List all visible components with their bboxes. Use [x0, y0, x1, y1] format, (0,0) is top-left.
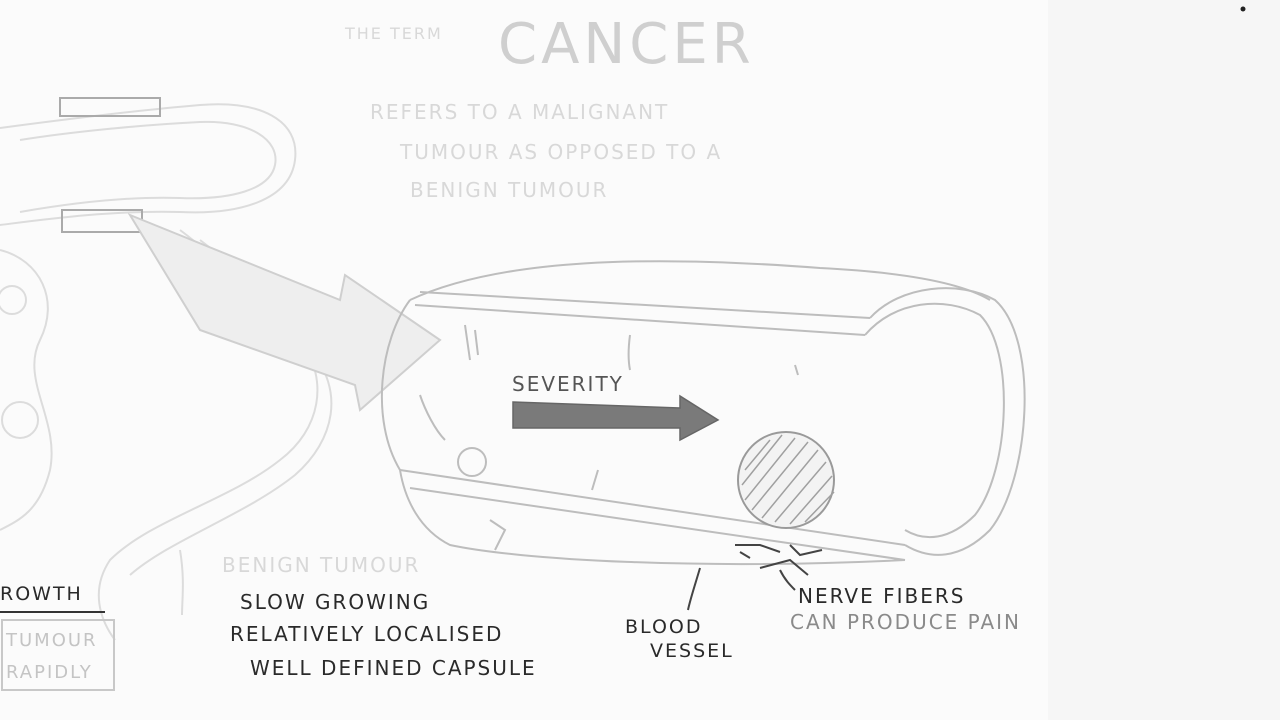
title-sub-line-3: BENIGN TUMOUR	[410, 178, 608, 202]
title-prefix: THE TERM	[345, 24, 443, 43]
zoom-arrow	[130, 215, 440, 410]
blood-vessel-line-1: BLOOD	[625, 616, 702, 638]
marker-dot	[1241, 7, 1246, 12]
benign-line-1: SLOW GROWING	[240, 590, 430, 614]
benign-line-2: RELATIVELY LOCALISED	[230, 622, 503, 646]
benign-heading: BENIGN TUMOUR	[222, 553, 420, 577]
severity-label: SEVERITY	[512, 372, 624, 396]
title-main: CANCER	[498, 12, 755, 77]
growth-label-partial: ROWTH	[0, 583, 83, 605]
tumour-box-line-1: TUMOUR	[6, 630, 98, 651]
benign-tumour-mass	[738, 432, 834, 528]
benign-line-3: WELL DEFINED CAPSULE	[250, 656, 537, 680]
severity-arrow	[513, 396, 718, 440]
tumour-box-line-2: RAPIDLY	[6, 662, 93, 683]
nerve-fibers-line-1: NERVE FIBERS	[798, 584, 965, 608]
title-sub-line-2: TUMOUR AS OPPOSED TO A	[400, 140, 722, 164]
blood-vessel-line-2: VESSEL	[650, 640, 734, 662]
nerve-fibers-line-2: CAN PRODUCE PAIN	[790, 610, 1021, 634]
title-sub-line-1: REFERS TO A MALIGNANT	[370, 100, 669, 124]
